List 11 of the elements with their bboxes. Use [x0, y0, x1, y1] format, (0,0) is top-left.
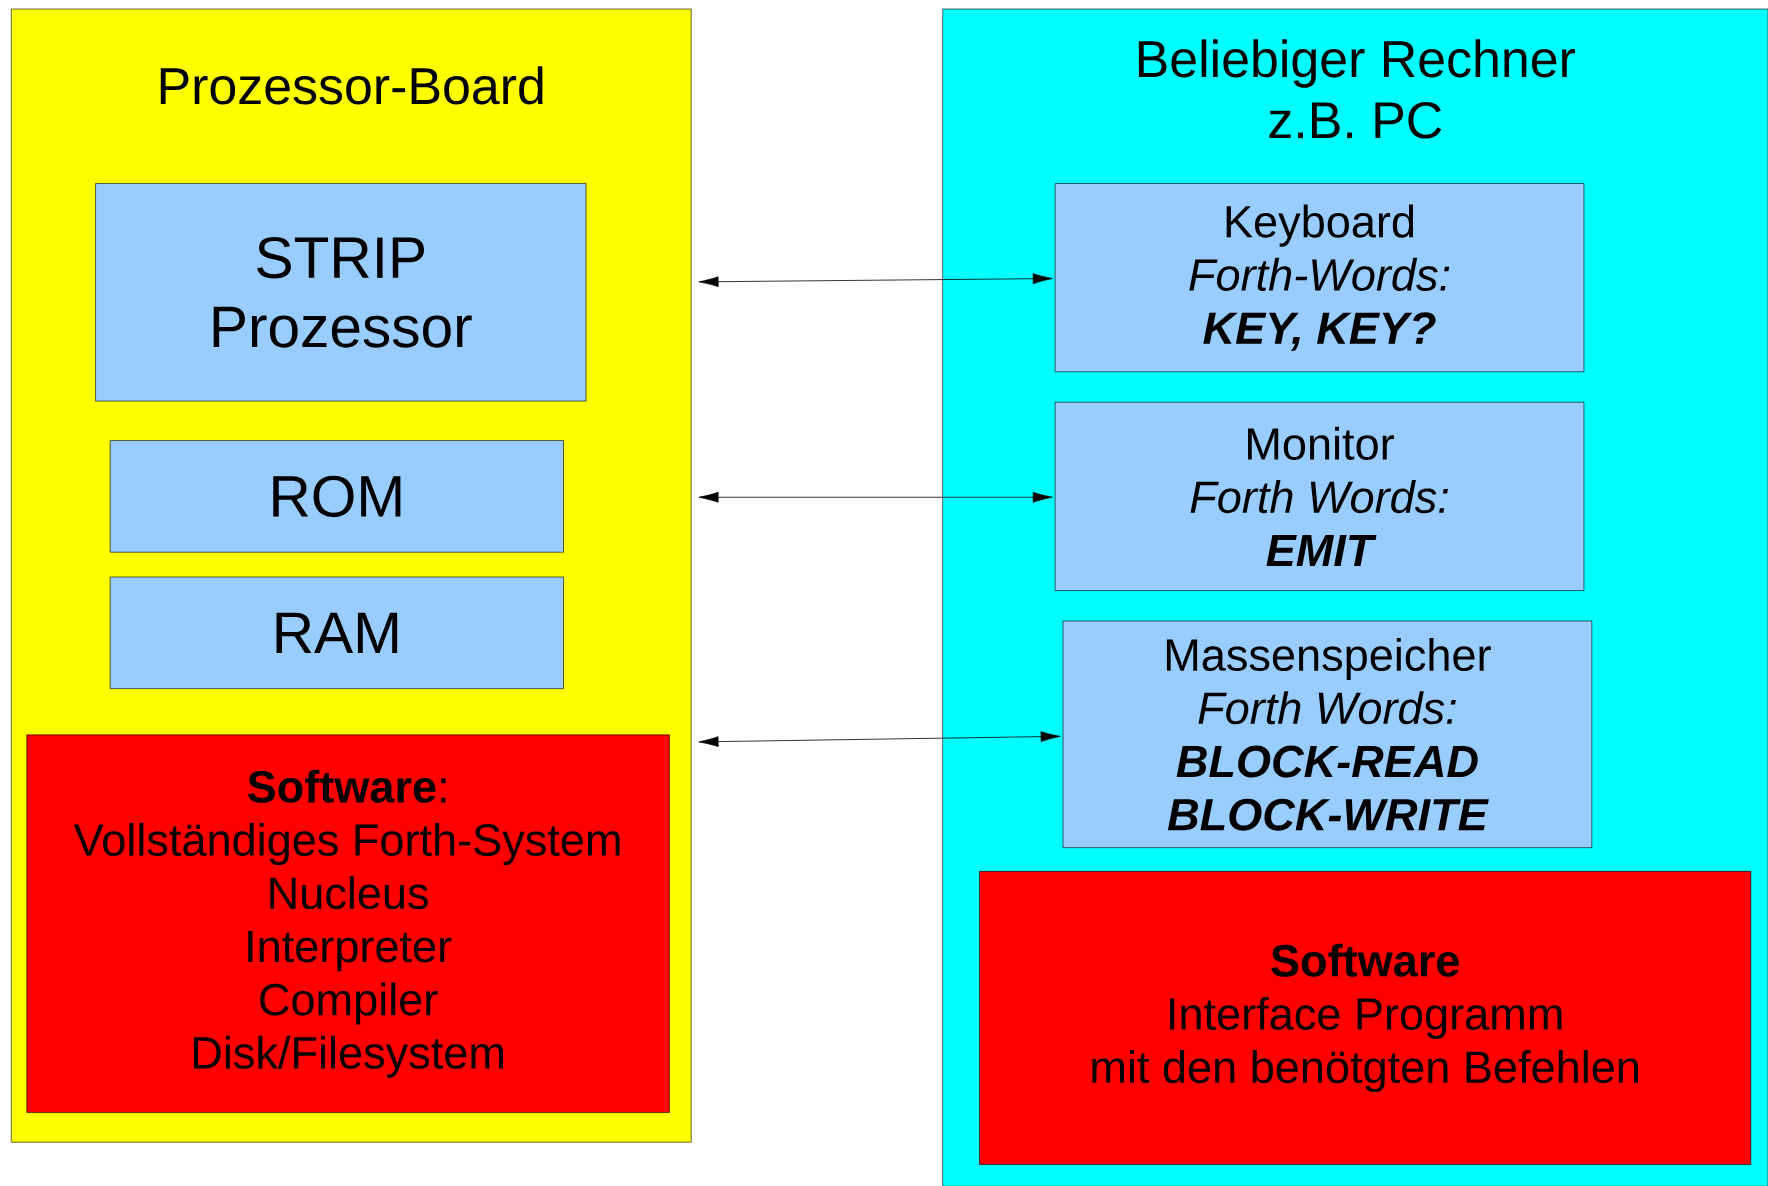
arrow — [698, 273, 1053, 287]
arrow — [698, 491, 1053, 503]
component-box: Software: Vollständiges Forth-System Nucleus Interpreter Compiler Disk/Filesystem — [26, 734, 670, 1113]
component-box: Monitor Forth Words: EMIT — [1054, 401, 1585, 591]
component-box: Massenspeicher Forth Words: BLOCK-READ BLOCK-WRITE — [1062, 620, 1593, 848]
arrow — [698, 731, 1061, 747]
component-box: Software Interface Programm mit den benötgten Befehlen — [979, 871, 1752, 1165]
component-box: ROM — [109, 440, 564, 553]
component-box: Keyboard Forth-Words: KEY, KEY? — [1054, 183, 1585, 373]
component-box: RAM — [109, 576, 564, 689]
component-box: STRIP Prozessor — [95, 183, 587, 402]
